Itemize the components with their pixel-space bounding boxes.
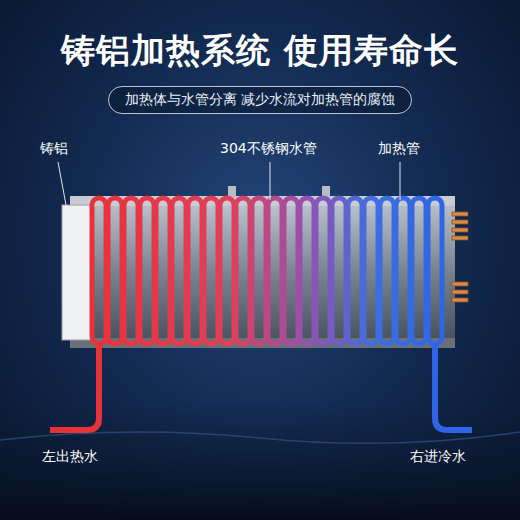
leader-line	[58, 162, 66, 205]
cold-inlet-pipe	[435, 344, 472, 430]
part-label: 铸铝	[40, 140, 68, 158]
leader-line	[270, 162, 271, 200]
subtitle-text: 加热体与水管分离 减少水流对加热管的腐蚀	[125, 91, 395, 109]
title: 铸铝加热系统 使用寿命长	[0, 28, 520, 74]
leader-line	[400, 162, 401, 200]
part-label: 加热管	[378, 140, 420, 158]
port-label: 右进冷水	[410, 448, 466, 466]
part-label: 304不锈钢水管	[220, 140, 317, 158]
port-label: 左出热水	[42, 448, 98, 466]
heating-terminals	[452, 212, 468, 302]
end-cap-left	[62, 205, 92, 340]
subtitle-pill: 加热体与水管分离 减少水流对加热管的腐蚀	[108, 86, 412, 114]
hot-outlet-pipe	[50, 344, 99, 430]
water-wave	[0, 432, 520, 443]
water-coil	[92, 198, 442, 344]
water-ground	[0, 400, 520, 520]
